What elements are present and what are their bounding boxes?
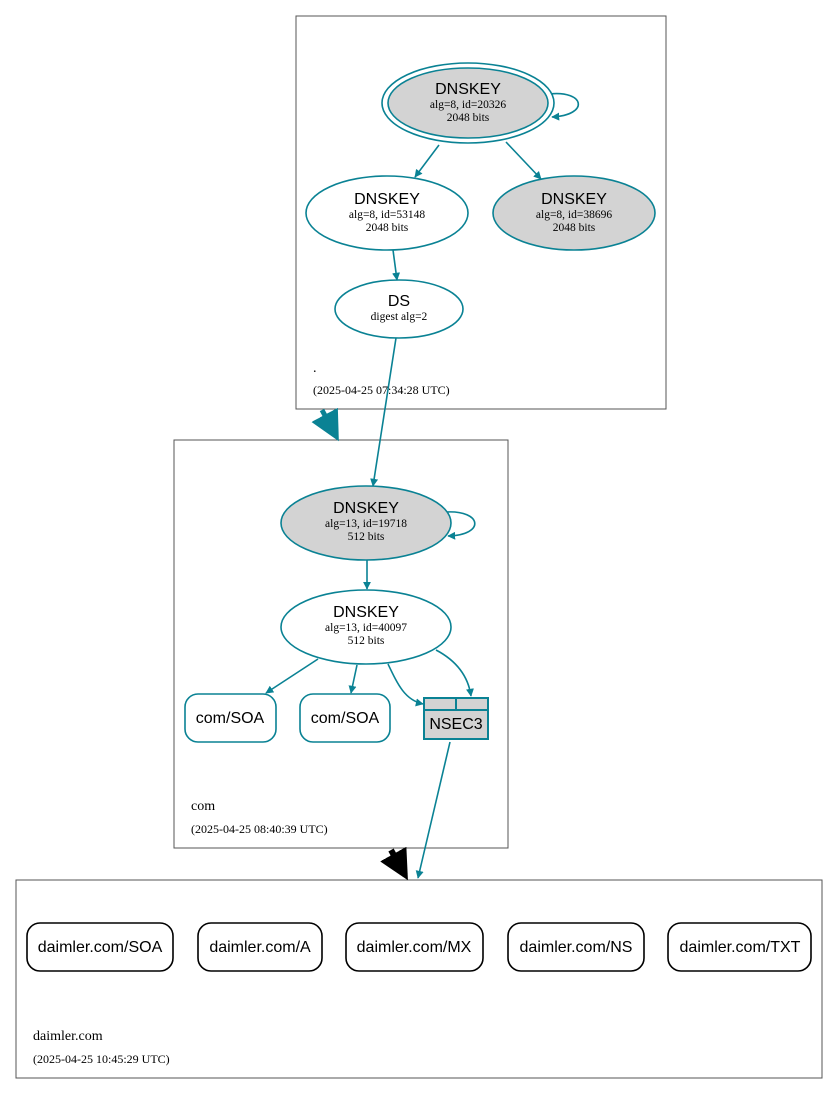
edge-com-ksk-self [445,511,476,540]
rrset-node-daimler-soa: daimler.com/SOA [26,922,174,972]
nsec3-node: NSEC3 [423,697,489,740]
node-title: DNSKEY [333,604,399,621]
edge-root-ksk-self [548,92,580,121]
ds-node-com: DS digest alg=2 [334,279,464,339]
node-title: DNSKEY [333,500,399,517]
root-zone-box [295,15,667,410]
edge-com-zsk-to-soa2 [348,664,358,694]
zone-name-daimler: daimler.com [33,1029,103,1044]
dnskey-node-root-ksk: DNSKEY alg=8, id=20326 2048 bits [381,62,555,144]
rrset-label: com/SOA [196,710,265,727]
rrset-node-daimler-txt: daimler.com/TXT [667,922,812,972]
rrset-label: daimler.com/SOA [38,939,163,956]
zone-name-root: . [313,361,317,376]
node-detail: 512 bits [348,635,385,647]
rrset-node-daimler-a: daimler.com/A [197,922,323,972]
edge-root-zsk-to-ds [392,249,401,281]
nsec3-label: NSEC3 [429,716,482,733]
zone-timestamp-daimler: (2025-04-25 10:45:29 UTC) [33,1052,170,1066]
node-detail: alg=8, id=38696 [536,209,612,221]
rrset-node-daimler-mx: daimler.com/MX [345,922,484,972]
edge-ds-to-com-ksk [370,337,397,487]
rrset-node-com-soa-2: com/SOA [299,693,391,743]
delegation-root-to-com [311,407,339,442]
edge-root-ksk-to-zsk [414,144,440,178]
node-detail: alg=13, id=19718 [325,518,407,530]
node-detail: digest alg=2 [371,311,428,323]
node-title: DNSKEY [541,191,607,208]
edge-root-ksk-to-key3 [505,141,542,180]
node-detail: alg=8, id=53148 [349,209,425,221]
rrset-label: daimler.com/A [209,939,311,956]
edge-com-zsk-to-nsec3-a [387,663,424,707]
rrset-node-com-soa-1: com/SOA [184,693,277,743]
rrset-label: com/SOA [311,710,380,727]
rrset-label: daimler.com/TXT [680,939,801,956]
daimler-zone-box [15,879,823,1079]
edge-com-zsk-to-soa1 [265,658,319,694]
delegation-com-to-daimler [380,846,408,881]
com-zone-box [173,439,509,849]
node-detail: alg=13, id=40097 [325,622,407,634]
dnskey-node-root-zsk: DNSKEY alg=8, id=53148 2048 bits [305,175,469,251]
zone-name-com: com [191,799,215,814]
node-detail: 512 bits [348,531,385,543]
node-detail: 2048 bits [447,112,490,124]
rrset-label: daimler.com/MX [357,939,472,956]
node-detail: 2048 bits [366,222,409,234]
dnskey-node-root-key3: DNSKEY alg=8, id=38696 2048 bits [492,175,656,251]
edge-com-zsk-to-nsec3-b [435,649,474,697]
rrset-label: daimler.com/NS [520,939,633,956]
node-title: DS [388,293,410,310]
node-detail: 2048 bits [553,222,596,234]
zone-timestamp-com: (2025-04-25 08:40:39 UTC) [191,822,328,836]
node-detail: alg=8, id=20326 [430,99,506,111]
rrset-node-daimler-ns: daimler.com/NS [507,922,645,972]
node-title: DNSKEY [435,81,501,98]
edge-nsec3-to-daimler [415,741,451,879]
node-title: DNSKEY [354,191,420,208]
zone-timestamp-root: (2025-04-25 07:34:28 UTC) [313,383,450,397]
dnskey-node-com-zsk: DNSKEY alg=13, id=40097 512 bits [280,589,452,665]
dnskey-node-com-ksk: DNSKEY alg=13, id=19718 512 bits [280,485,452,561]
